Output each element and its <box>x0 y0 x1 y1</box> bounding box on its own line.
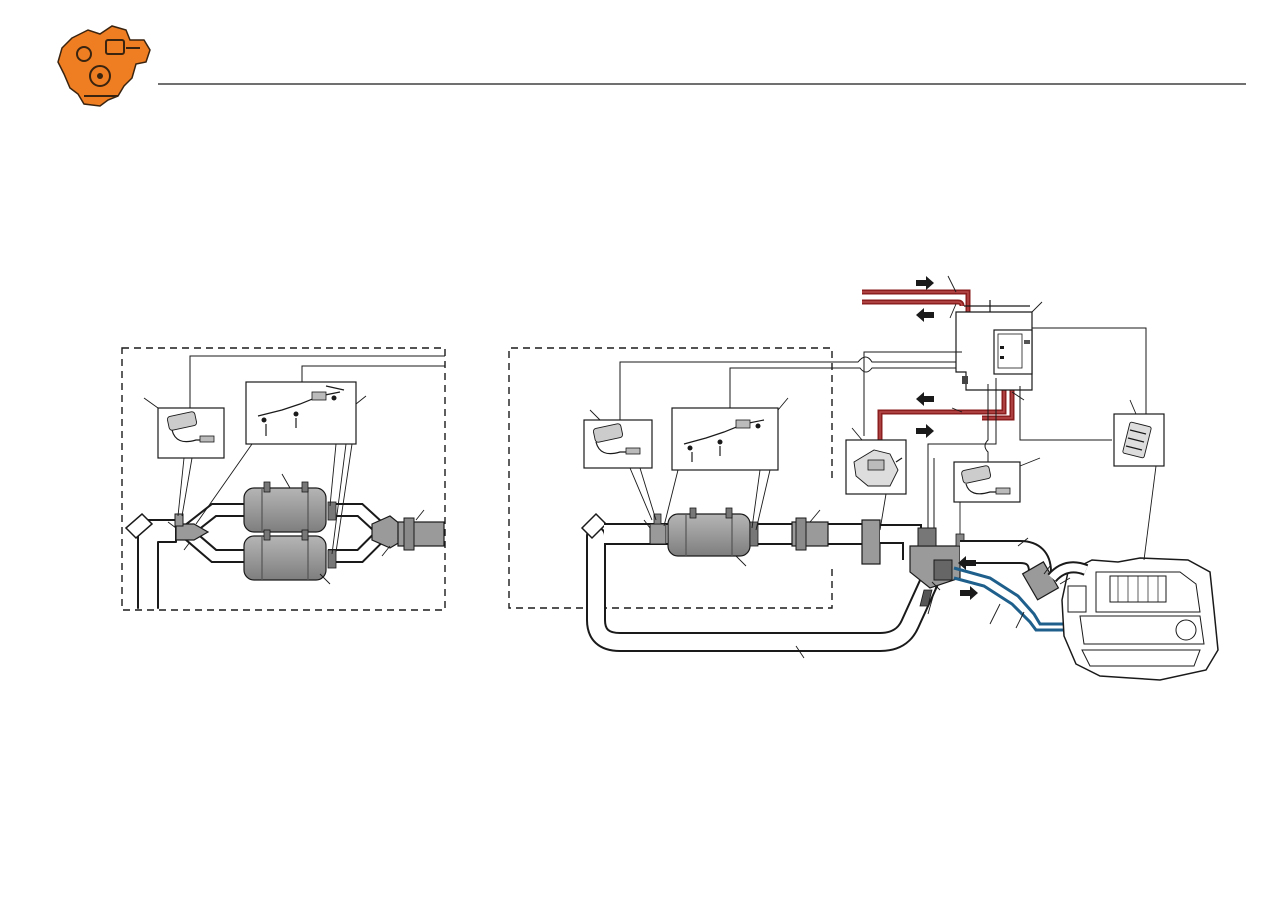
inlet-elbow <box>124 512 177 609</box>
pressure-tap-left <box>174 513 184 527</box>
variant-boundary-right <box>508 347 833 609</box>
nox-sensor-callout-right <box>583 419 653 469</box>
ecu-wire-down-1 <box>927 378 997 528</box>
nox-sensor-callout-engine <box>953 461 1021 503</box>
catalyst-lower <box>243 529 337 581</box>
coolant-out-arrow <box>916 308 934 322</box>
nox-sensor-callout-left <box>157 407 225 459</box>
catalyst-single <box>667 507 759 557</box>
sensor-wire-lower <box>301 365 445 382</box>
ecu-wire-main <box>1032 327 1147 414</box>
single-catalyst-variant <box>508 347 991 659</box>
splitter-in <box>175 523 210 541</box>
engine-block <box>1047 557 1219 681</box>
temp-sensor-callout-left <box>245 381 357 445</box>
twin-catalyst-variant <box>121 347 446 611</box>
sensor-wire-upper <box>189 355 445 408</box>
aftertreatment-ecu <box>993 329 1033 375</box>
engine-ecu-callout <box>1113 413 1165 467</box>
ecu-icon <box>1122 421 1152 459</box>
ecu-wire-down-2 <box>984 384 989 462</box>
pressure-tap-right <box>649 523 667 545</box>
doser-callout <box>845 439 907 495</box>
engine-icon <box>57 25 151 107</box>
leader-lines-right <box>589 397 821 659</box>
elbow-section <box>861 519 881 565</box>
nox-sensor-icon <box>961 465 1011 495</box>
sensor-wire-nox-right <box>619 348 983 420</box>
control-and-cooling <box>845 275 1219 681</box>
leader-lines-control <box>851 275 1157 629</box>
coolant-in-arrow <box>916 276 934 290</box>
variant-boundary-left <box>121 347 446 611</box>
ecu-wire-sensor <box>1019 386 1112 441</box>
brand-logo <box>57 25 151 107</box>
temp-sensor-callout-right <box>671 407 779 471</box>
catalyst-upper <box>243 481 337 533</box>
sensor-harness-icon <box>683 419 765 462</box>
sensor-wire-temp-right <box>729 348 991 408</box>
exhaust-in-arrow <box>958 556 976 570</box>
sensor-harness-icon <box>257 385 345 436</box>
nox-sensor-icon <box>166 411 215 443</box>
coolant-lines <box>862 289 1015 450</box>
coolant-return-arrow <box>916 392 934 406</box>
leader-lines-left <box>143 395 425 585</box>
nox-sensor-icon <box>592 423 641 455</box>
exhaust-out-arrow <box>960 586 978 600</box>
ecu-wire-left <box>863 351 962 436</box>
air-in-arrow <box>916 424 934 438</box>
dosing-unit-icon <box>853 449 903 487</box>
